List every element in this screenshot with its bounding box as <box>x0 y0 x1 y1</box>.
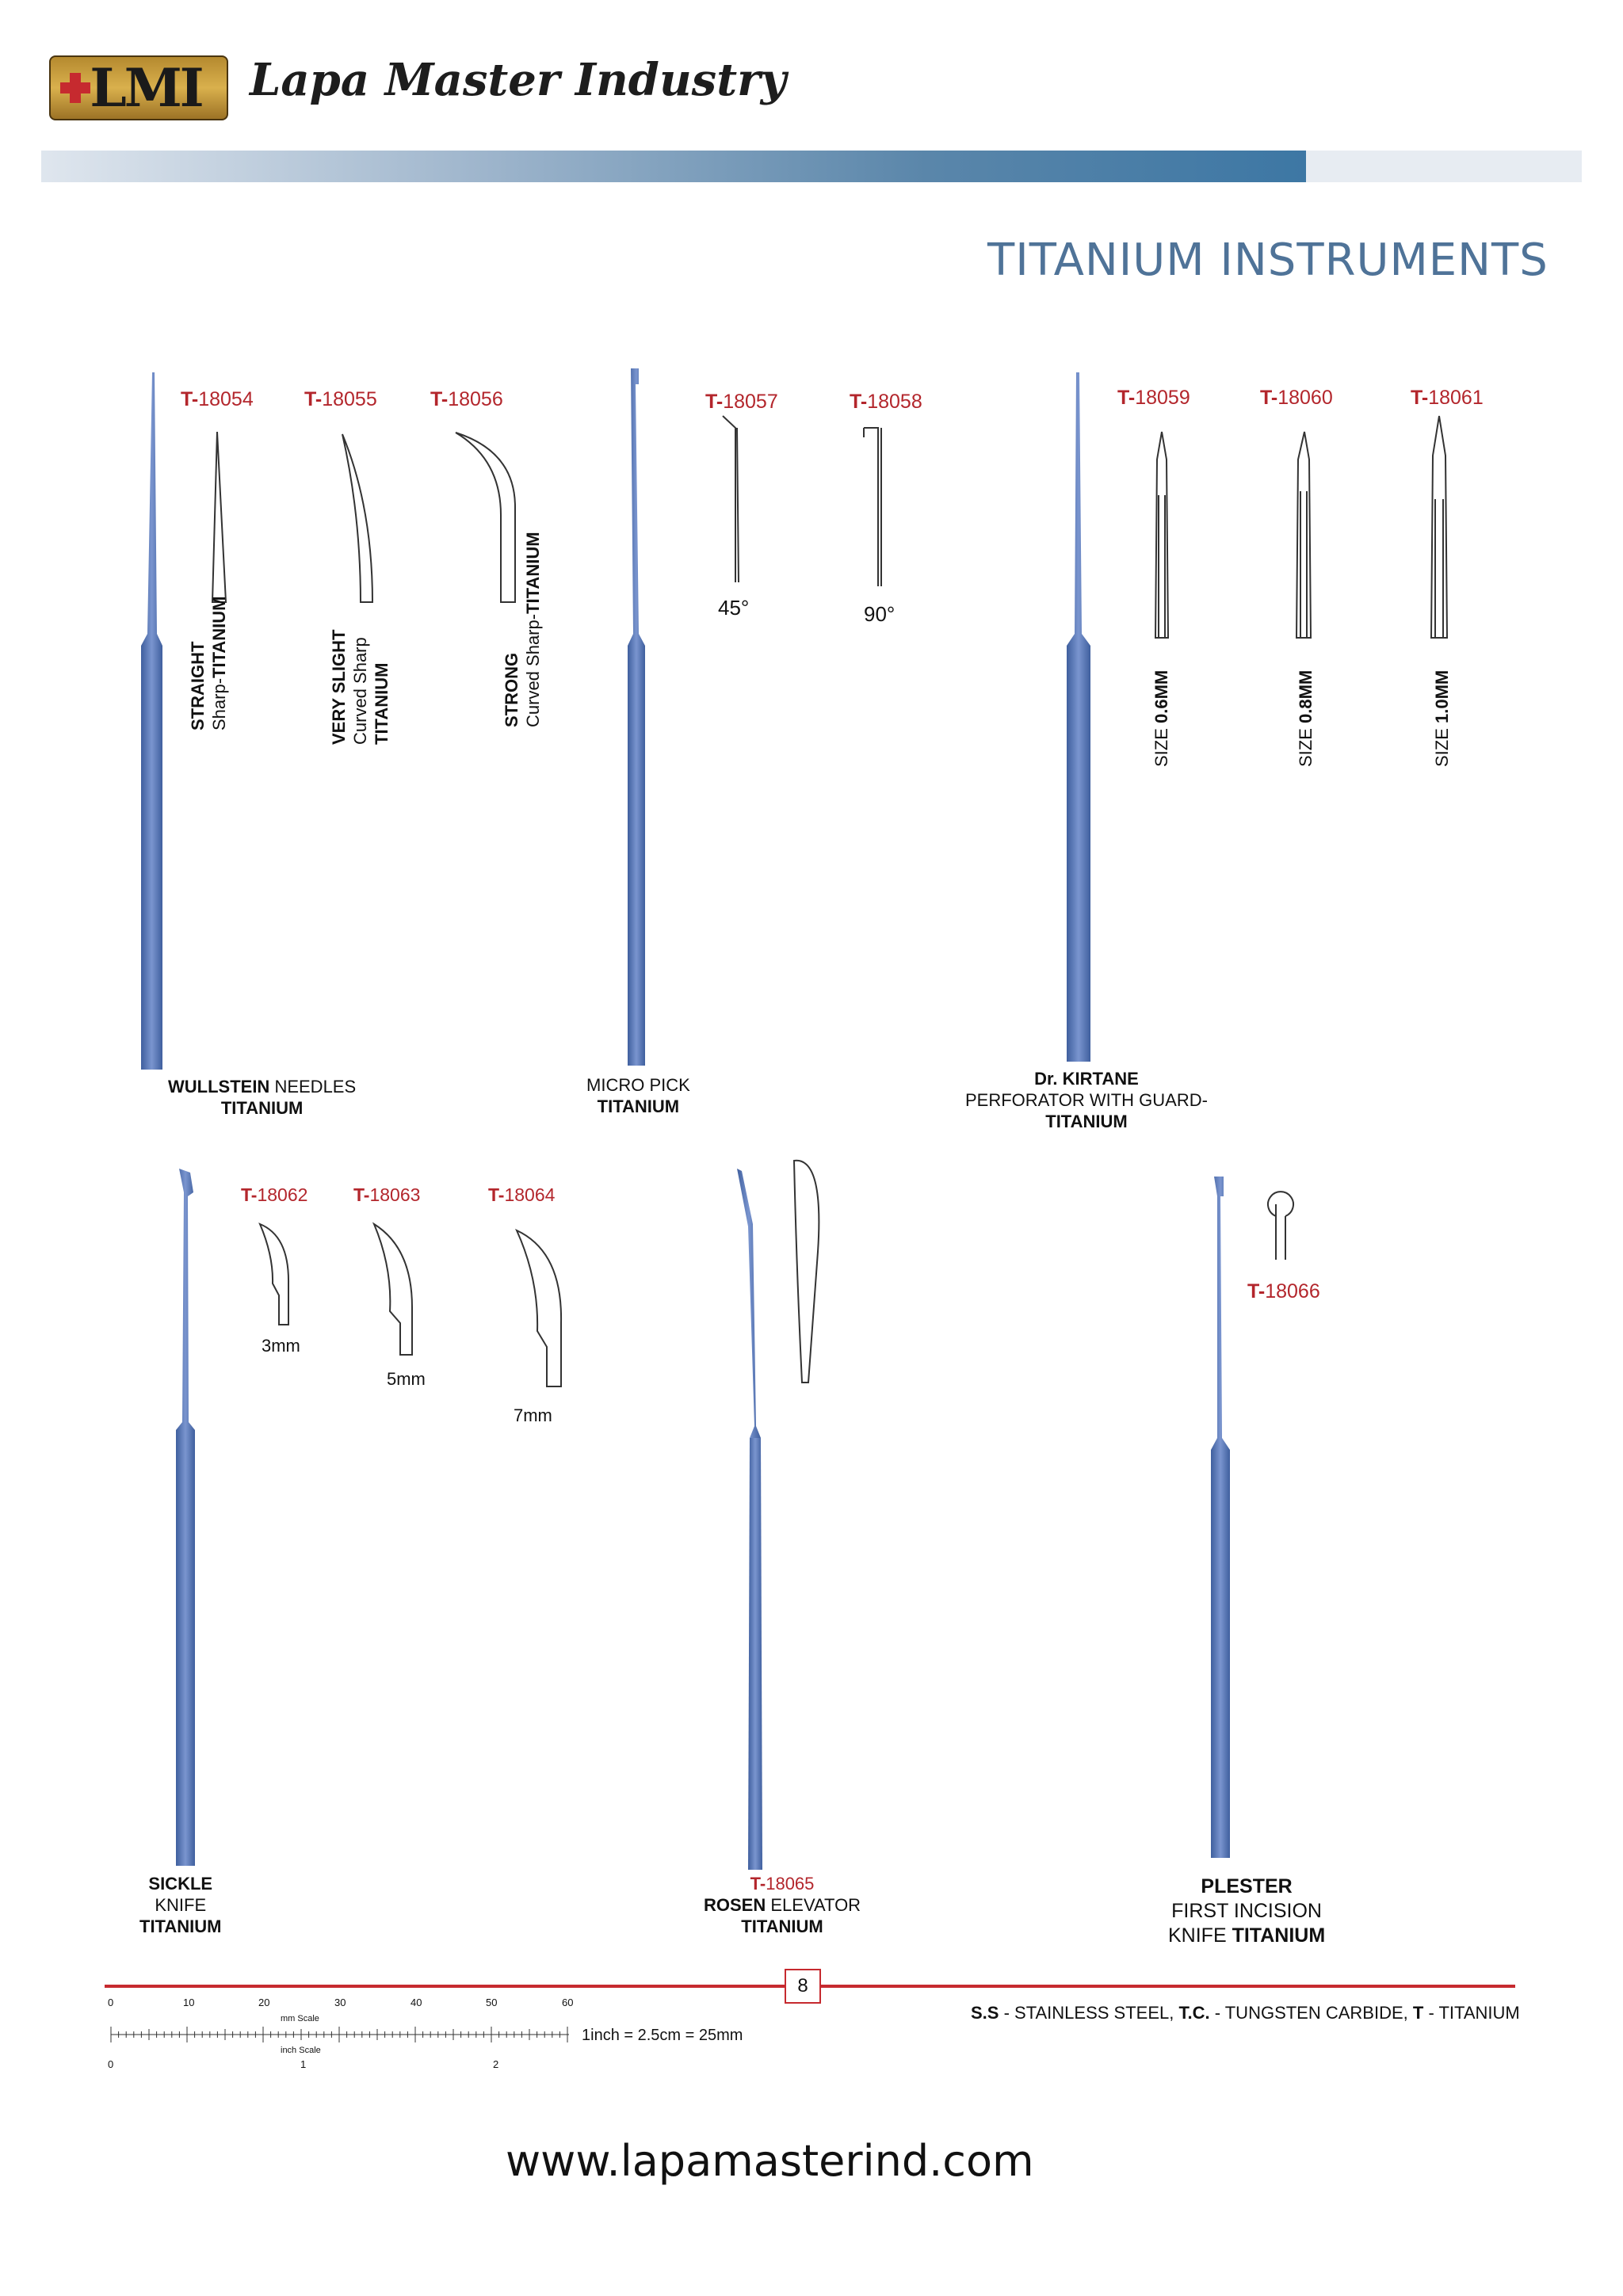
strong-label: STRONG Curved Sharp-TITANIUM <box>502 532 543 727</box>
sickle-caption: SICKLE KNIFE TITANIUM <box>139 1874 222 1936</box>
angle-90-label: 90° <box>864 602 896 626</box>
inch-tick-2: 2 <box>493 2058 499 2070</box>
very-slight-tip-drawing <box>342 433 374 603</box>
mm-tick-30: 30 <box>334 1997 346 2008</box>
angle-45-label: 45° <box>718 596 750 620</box>
measurement-scale: 0 10 20 30 40 50 60 mm Scale inch Scale … <box>108 1995 743 2074</box>
size-10-label: SIZE 1.0MM <box>1432 669 1452 767</box>
micro-pick-caption: MICRO PICK TITANIUM <box>586 1075 690 1116</box>
rosen-elevator-image <box>737 1169 762 1870</box>
rosen-caption: T-18065 ROSEN ELEVATOR TITANIUM <box>704 1874 861 1936</box>
code-t18054: T-18054 <box>181 388 254 410</box>
sickle-knife-image <box>176 1169 195 1866</box>
wullstein-caption: WULLSTEIN NEEDLES TITANIUM <box>168 1077 357 1118</box>
perforator-08-drawing <box>1295 431 1312 639</box>
sickle-3mm-drawing <box>258 1222 290 1325</box>
size-08-label: SIZE 0.8MM <box>1296 669 1316 767</box>
company-logo: LMI <box>49 55 228 120</box>
scale-equation: 1inch = 2.5cm = 25mm <box>582 2027 743 2044</box>
header-gradient-bar <box>41 151 1306 182</box>
mm-tick-40: 40 <box>411 1997 422 2008</box>
kirtane-perforator-image <box>1067 372 1090 1062</box>
rosen-tip-drawing <box>792 1159 820 1383</box>
mm-tick-10: 10 <box>183 1997 195 2008</box>
straight-tip-drawing <box>211 431 227 603</box>
sickle-7mm-drawing <box>514 1228 563 1387</box>
wullstein-needle-image <box>141 372 162 1070</box>
code-t18059: T-18059 <box>1117 387 1190 409</box>
code-t18062: T-18062 <box>241 1184 308 1205</box>
website-url: www.lapamasterind.com <box>506 2136 1034 2186</box>
plester-caption: PLESTER FIRST INCISION KNIFE TITANIUM <box>1168 1875 1326 1947</box>
mm-scale-label: mm Scale <box>281 2014 319 2023</box>
inch-tick-1: 1 <box>300 2058 307 2070</box>
page-title: TITANIUM INSTRUMENTS <box>987 235 1549 286</box>
kirtane-caption: Dr. KIRTANE PERFORATOR WITH GUARD- TITAN… <box>965 1069 1208 1131</box>
code-t18061: T-18061 <box>1411 387 1484 409</box>
sickle-3mm-label: 3mm <box>262 1336 300 1356</box>
ruler-ticks <box>110 2027 569 2042</box>
pick-90-drawing <box>863 427 882 586</box>
mm-tick-60: 60 <box>562 1997 574 2008</box>
pick-45-drawing <box>722 415 739 583</box>
sickle-7mm-label: 7mm <box>514 1405 552 1425</box>
code-t18063: T-18063 <box>353 1184 421 1205</box>
size-06-label: SIZE 0.6MM <box>1151 669 1171 767</box>
sickle-5mm-drawing <box>372 1222 413 1356</box>
inch-tick-0: 0 <box>108 2058 114 2070</box>
material-legend: S.S - STAINLESS STEEL, T.C. - TUNGSTEN C… <box>971 2003 1520 2023</box>
code-t18055: T-18055 <box>304 388 377 410</box>
header-bar-end <box>1306 151 1582 182</box>
perforator-10-drawing <box>1430 415 1449 639</box>
micro-pick-image <box>628 368 645 1066</box>
inch-scale-label: inch Scale <box>281 2046 321 2055</box>
company-name: Lapa Master Industry <box>250 54 787 106</box>
sickle-5mm-label: 5mm <box>387 1369 426 1389</box>
mm-tick-0: 0 <box>108 1997 114 2008</box>
code-t18058: T-18058 <box>850 391 922 413</box>
plester-tip-drawing <box>1267 1191 1294 1260</box>
plester-knife-image <box>1211 1177 1230 1858</box>
strong-tip-drawing <box>455 432 516 603</box>
code-t18064: T-18064 <box>488 1184 556 1205</box>
mm-tick-20: 20 <box>258 1997 270 2008</box>
code-t18066: T-18066 <box>1247 1280 1320 1302</box>
straight-label: STRAIGHT Sharp-TITANIUM <box>188 596 229 730</box>
code-t18060: T-18060 <box>1260 387 1333 409</box>
page-number: 8 <box>785 1969 821 2004</box>
perforator-06-drawing <box>1154 431 1170 639</box>
red-cross-icon <box>60 73 90 103</box>
very-slight-label: VERY SLIGHT Curved Sharp TITANIUM <box>329 629 391 745</box>
code-t18056: T-18056 <box>430 388 503 410</box>
logo-text: LMI <box>90 57 204 119</box>
mm-tick-50: 50 <box>486 1997 498 2008</box>
code-t18057: T-18057 <box>705 391 778 413</box>
